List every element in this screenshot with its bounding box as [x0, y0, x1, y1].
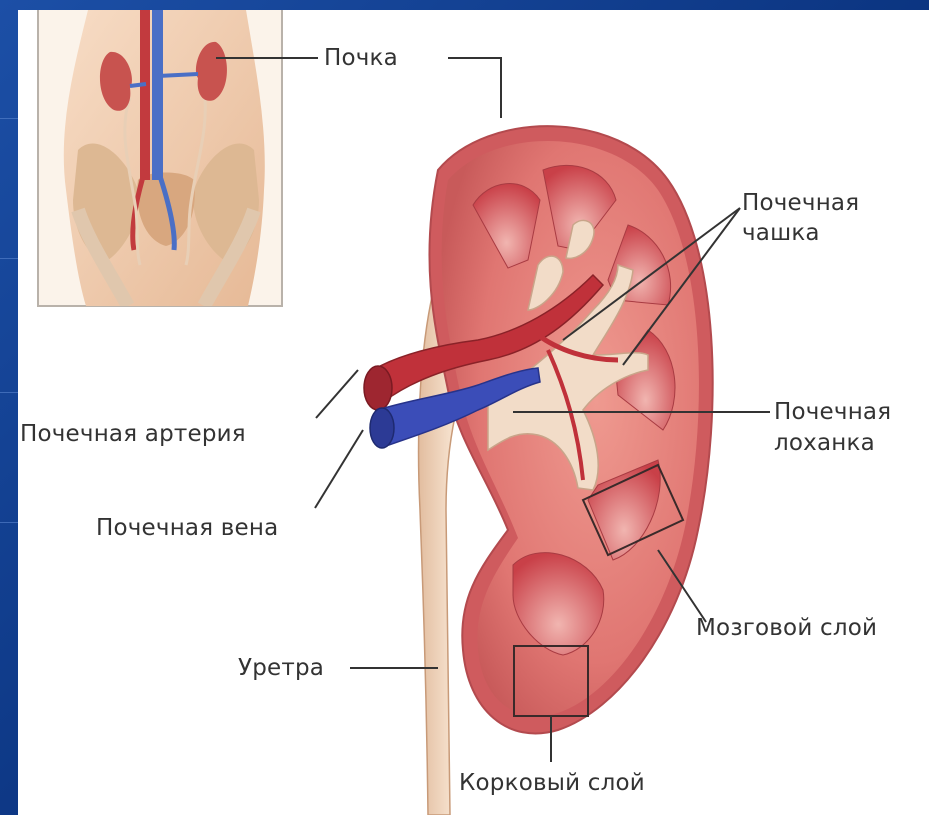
label-pelvis-line1: Почечная [774, 399, 891, 425]
label-ureter: Уретра [238, 655, 324, 681]
label-calyx-line1: Почечная [742, 190, 859, 216]
diagram-canvas: Почка Почечная чашка Почечная артерия По… [18, 10, 929, 815]
slide-stripe [0, 118, 20, 119]
label-pelvis-line2: лоханка [774, 430, 875, 456]
label-renal-vein: Почечная вена [96, 515, 278, 541]
slide-stripe [0, 522, 20, 523]
label-renal-artery: Почечная артерия [20, 421, 246, 447]
label-cortex: Корковый слой [459, 770, 645, 796]
label-kidney: Почка [324, 45, 398, 71]
slide-stripe [0, 258, 20, 259]
slide-stripe [0, 392, 20, 393]
label-calyx-line2: чашка [742, 220, 820, 246]
kidney-cross-section [364, 126, 713, 733]
label-medulla: Мозговой слой [696, 615, 877, 641]
body-torso-inset [38, 10, 282, 306]
